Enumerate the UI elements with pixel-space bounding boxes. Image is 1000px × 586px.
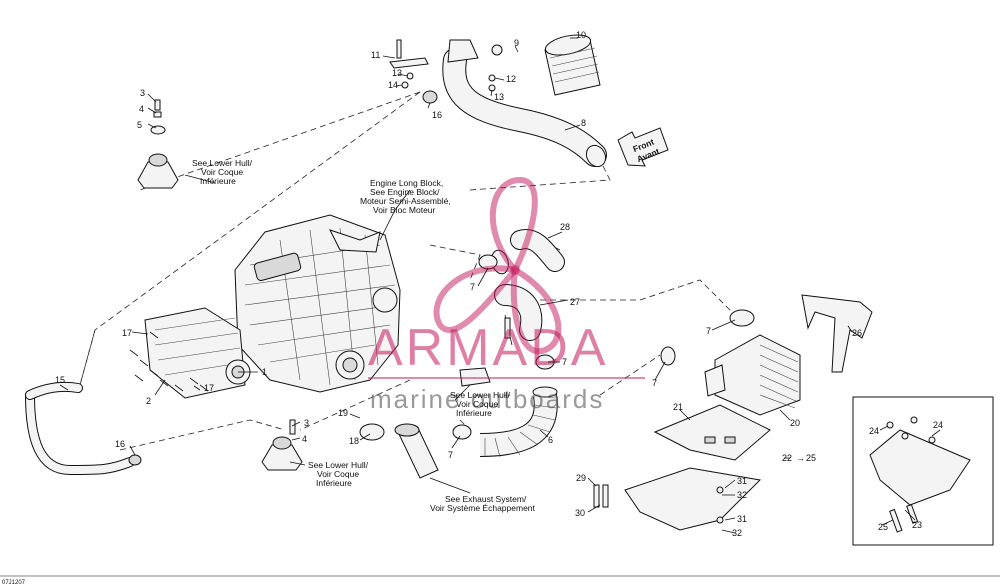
- hose-clamps: [452, 254, 755, 440]
- inset-detail-box: [852, 396, 994, 546]
- callout-3-top: 3: [140, 88, 145, 98]
- engine-assembly: [234, 214, 401, 393]
- svg-text:Inférieure: Inférieure: [456, 408, 492, 418]
- note-lower-hull-mid: See Lower Hull/ Voir Coque Inférieure: [450, 390, 511, 418]
- callout-20: 20: [790, 418, 800, 428]
- callout-4-top: 4: [139, 104, 144, 114]
- callout-10: 10: [576, 30, 586, 40]
- callout-15: 15: [55, 375, 65, 385]
- callout-16-top: 16: [432, 110, 442, 120]
- callout-8: 8: [581, 118, 586, 128]
- callout-30: 30: [575, 508, 585, 518]
- plate-22: [593, 467, 762, 531]
- injector-bolts: [129, 331, 209, 392]
- bracket-26: [801, 294, 873, 373]
- leader-lines: [59, 37, 941, 534]
- note-lower-hull-bottom: See Lower Hull/ Voir Coque Inférieure: [308, 460, 369, 488]
- watermark-brand: ARMADA: [368, 319, 608, 377]
- callout-7-d: 7: [652, 378, 657, 388]
- intake-manifold: [129, 307, 251, 399]
- callout-3-bottom: 3: [304, 418, 309, 428]
- elbow-27: [494, 284, 543, 346]
- hose-15: [25, 381, 142, 476]
- callout-22: 22: [782, 453, 792, 463]
- callout-7-e: 7: [448, 450, 453, 460]
- intake-tube-8: [442, 39, 607, 168]
- front-arrow: Front Avant: [617, 127, 669, 167]
- callout-1: 1: [262, 367, 267, 377]
- callout-17-right: 17: [204, 383, 214, 393]
- callout-27: 27: [570, 297, 580, 307]
- callout-16-bottom: 16: [115, 439, 125, 449]
- callout-25-inset: 25: [878, 522, 888, 532]
- corrugated-hose-6: [479, 386, 558, 458]
- callout-25-main: 25: [806, 453, 816, 463]
- figure-code: 07J1207: [2, 580, 26, 586]
- watermark: ARMADA marine outboards: [368, 176, 645, 414]
- callout-4-bottom: 4: [302, 434, 307, 444]
- note-lower-hull-top: See Lower Hull/ Voir Coque Inférieure: [192, 158, 253, 186]
- callout-2: 2: [146, 396, 151, 406]
- callout-26: 26: [852, 328, 862, 338]
- callout-9: 9: [514, 38, 519, 48]
- callout-29: 29: [576, 473, 586, 483]
- callout-13-left: 13: [392, 68, 402, 78]
- plate-21: [653, 404, 771, 461]
- svg-text:Voir Coque: Voir Coque: [201, 167, 243, 177]
- callout-12: 12: [506, 74, 516, 84]
- svg-text:See Lower Hull/: See Lower Hull/: [308, 460, 369, 470]
- callout-17-left: 17: [122, 328, 132, 338]
- callout-14: 14: [388, 80, 398, 90]
- svg-text:See Engine Block/: See Engine Block/: [370, 187, 440, 197]
- callout-labels: 1 2 3 3 4 4 5 6 7 7 7 7 7 8 9 10 11 12 1…: [55, 30, 943, 538]
- svg-text:Voir Système Échappement: Voir Système Échappement: [430, 503, 536, 513]
- svg-text:Voir Coque: Voir Coque: [317, 469, 359, 479]
- note-engine-block: Engine Long Block, See Engine Block/ Mot…: [360, 178, 451, 215]
- callout-28: 28: [560, 222, 570, 232]
- callout-31-bottom: 31: [737, 514, 747, 524]
- svg-text:See Lower Hull/: See Lower Hull/: [192, 158, 253, 168]
- callout-7-c: 7: [706, 326, 711, 336]
- propeller-hub: [510, 265, 520, 275]
- callout-21: 21: [673, 402, 683, 412]
- callout-6: 6: [548, 435, 553, 445]
- svg-text:Voir Coque: Voir Coque: [456, 399, 498, 409]
- svg-text:Inférieure: Inférieure: [316, 478, 352, 488]
- svg-text:Moteur Semi-Assemblé,: Moteur Semi-Assemblé,: [360, 196, 451, 206]
- svg-text:See Lower Hull/: See Lower Hull/: [450, 390, 511, 400]
- callout-32-top: 32: [737, 490, 747, 500]
- engine-mount-bottom: [261, 419, 303, 471]
- svg-text:Inférieure: Inférieure: [200, 176, 236, 186]
- callout-32-bottom: 32: [732, 528, 742, 538]
- callout-7-a: 7: [470, 282, 475, 292]
- propeller-logo: [433, 176, 562, 355]
- callout-23: 23: [912, 520, 922, 530]
- air-filter-10: [544, 34, 601, 96]
- svg-text:Voir Bloc Moteur: Voir Bloc Moteur: [373, 205, 436, 215]
- callout-24-left: 24: [869, 426, 879, 436]
- engine-mount-top: [137, 99, 179, 189]
- svg-text:Engine Long Block,: Engine Long Block,: [370, 178, 443, 188]
- small-brackets-top: [389, 39, 503, 104]
- svg-text:See Exhaust System/: See Exhaust System/: [445, 494, 527, 504]
- callout-7-b: 7: [562, 357, 567, 367]
- callout-11: 11: [371, 50, 380, 60]
- callout-18: 18: [349, 436, 359, 446]
- callout-13-right: 13: [494, 92, 504, 102]
- watermark-tagline: marine outboards: [370, 384, 604, 414]
- intercooler-20: [704, 334, 801, 416]
- callout-31-top: 31: [737, 476, 747, 486]
- callout-24-right: 24: [933, 420, 943, 430]
- callout-5: 5: [137, 120, 142, 130]
- arrow-22-25: →: [796, 453, 805, 463]
- callout-19: 19: [338, 408, 348, 418]
- note-exhaust: See Exhaust System/ Voir Système Échappe…: [430, 494, 536, 513]
